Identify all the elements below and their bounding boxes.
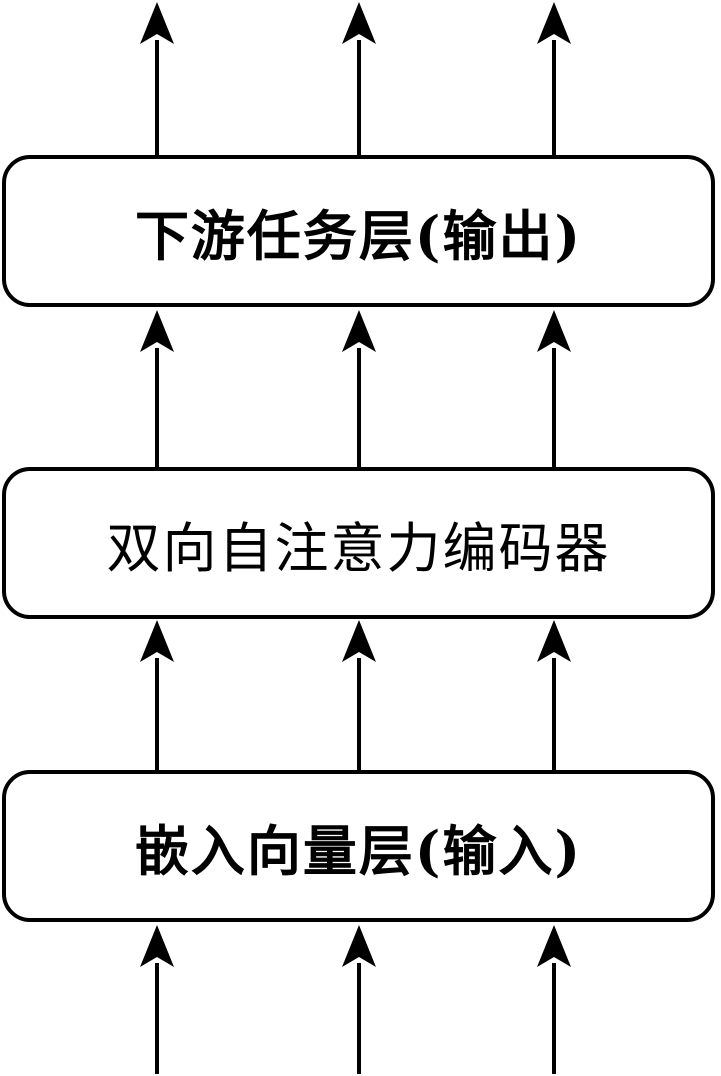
arrow-up-icon [140, 925, 174, 967]
arrow-up-icon [140, 310, 174, 352]
arrow-up-icon [537, 620, 571, 662]
arrow-up-icon [537, 310, 571, 352]
input-layer-label: 嵌入向量层(输入) [134, 818, 583, 883]
arrow-up-icon [140, 620, 174, 662]
encoder-layer-label: 双向自注意力编码器 [106, 516, 611, 580]
arrow-up-icon [140, 2, 174, 44]
arrow-up-icon [537, 925, 571, 967]
arrow-up-icon [342, 2, 376, 44]
arrow-up-icon [342, 925, 376, 967]
encoder-layer-box: 双向自注意力编码器 [2, 467, 715, 619]
input-layer-box: 嵌入向量层(输入) [2, 770, 715, 922]
arrow-up-icon [537, 2, 571, 44]
output-layer-box: 下游任务层(输出) [2, 155, 715, 307]
arrow-up-icon [342, 310, 376, 352]
arrow-group [140, 2, 571, 1074]
output-layer-label: 下游任务层(输出) [134, 203, 583, 268]
arrow-up-icon [342, 620, 376, 662]
